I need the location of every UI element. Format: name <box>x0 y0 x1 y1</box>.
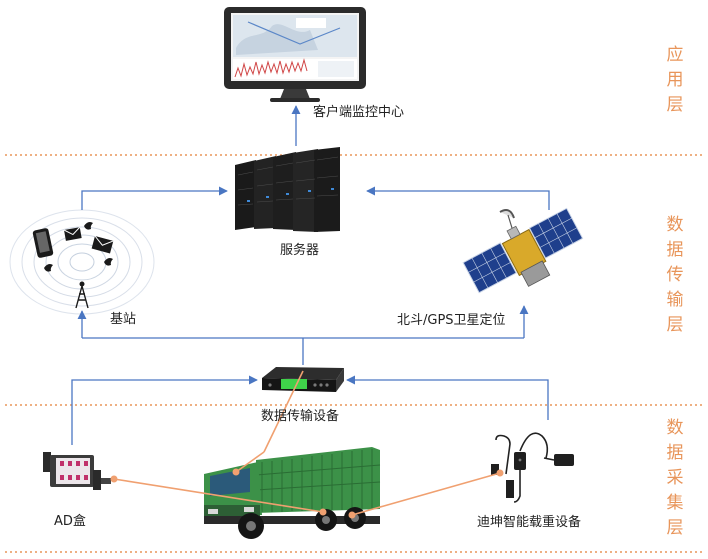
ad-box-icon <box>43 452 111 490</box>
monitor-icon <box>224 7 366 102</box>
weighing-device-icon <box>491 432 574 503</box>
base-station-label: 基站 <box>110 312 137 327</box>
server-label: 服务器 <box>280 243 320 258</box>
layer-char: 采 <box>666 468 684 488</box>
client-label: 客户端监控中心 <box>313 105 405 120</box>
weighing-label: 迪坤智能载重设备 <box>477 515 582 530</box>
transmitter-icon <box>262 367 344 392</box>
ad-box-label: AD盒 <box>54 514 86 529</box>
layer-char: 传 <box>666 265 684 285</box>
layer-char: 层 <box>666 95 684 115</box>
layer-char: 数 <box>666 418 684 438</box>
layer-char: 据 <box>666 443 684 463</box>
layer-application: 应 用 层 <box>664 43 686 118</box>
flow-arrows <box>71 105 550 445</box>
layer-char: 输 <box>666 290 684 310</box>
sensor-points <box>110 468 504 519</box>
sensor-cables <box>113 370 501 516</box>
layer-collection: 数 据 采 集 层 <box>664 416 686 541</box>
layer-char: 应 <box>666 45 684 65</box>
server-icon <box>235 147 340 232</box>
base-station-icon <box>9 209 155 315</box>
layer-transport: 数 据 传 输 层 <box>664 213 686 338</box>
truck-icon <box>204 447 381 539</box>
satellite-label: 北斗/GPS卫星定位 <box>397 313 506 328</box>
layer-char: 用 <box>666 70 684 90</box>
satellite-icon <box>462 207 584 294</box>
layer-char: 据 <box>666 240 684 260</box>
transmitter-label: 数据传输设备 <box>261 409 340 424</box>
layer-char: 集 <box>666 493 684 513</box>
layer-char: 数 <box>666 215 684 235</box>
layer-char: 层 <box>666 518 684 538</box>
layer-char: 层 <box>666 315 684 335</box>
